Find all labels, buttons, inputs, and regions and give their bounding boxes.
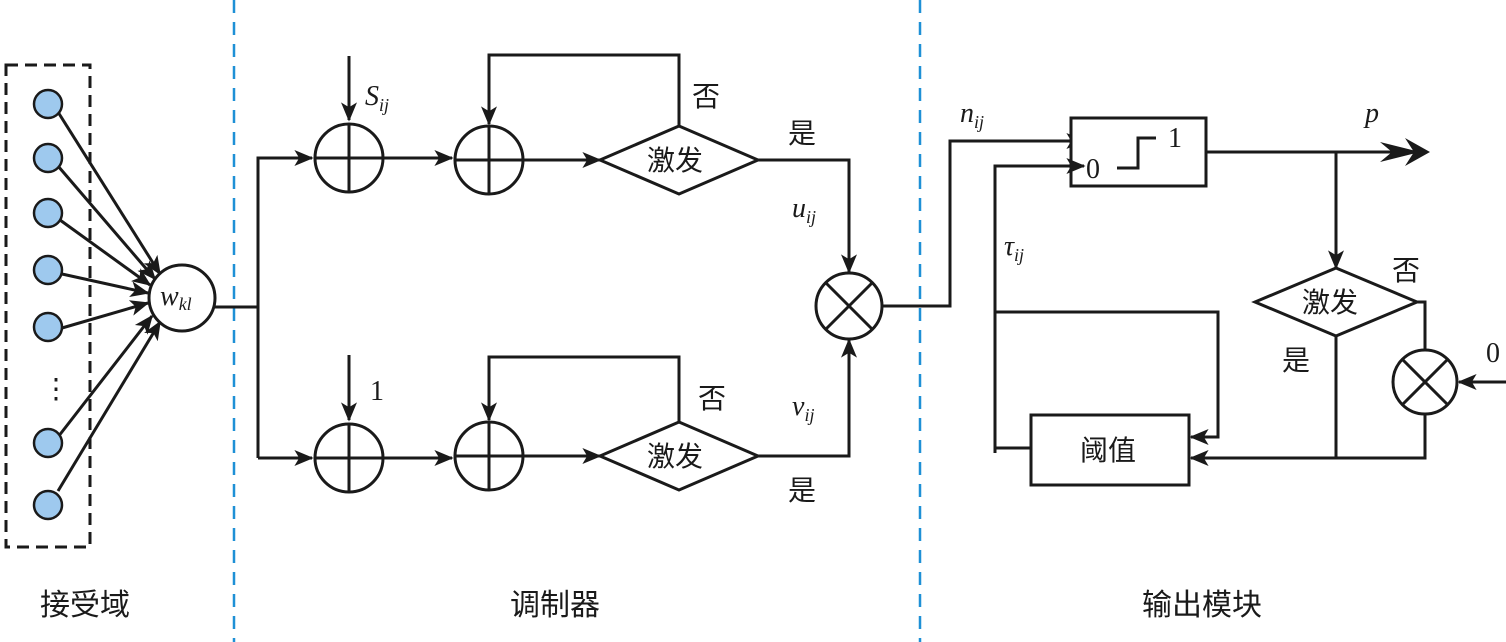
input-edge (56, 111, 162, 276)
one-input-label: 1 (370, 376, 384, 407)
zero-input-label: 0 (1486, 338, 1500, 369)
threshold-box (1029, 413, 1191, 487)
s-input-label: Sij (365, 81, 389, 115)
top-adder-1 (313, 122, 385, 194)
input-neuron (32, 88, 64, 120)
input-neuron (32, 142, 64, 174)
input-neuron (32, 489, 64, 521)
tau-feedback-wire (995, 310, 1220, 445)
modulator-multiplier (814, 271, 884, 341)
bottom-adder-2 (453, 420, 525, 492)
u-wire (758, 158, 857, 274)
input-connections (56, 111, 162, 492)
input-edge (59, 218, 152, 287)
bottom-fire-label: 激发 (647, 440, 703, 473)
input-neurons (32, 88, 64, 521)
top-feedback-loop (481, 53, 681, 126)
weight-node (147, 263, 217, 333)
threshold-label: 阈值 (1080, 434, 1136, 467)
top-adder-2 (453, 124, 525, 196)
input-neuron (32, 197, 64, 229)
n-wire (882, 133, 1086, 308)
v-wire (758, 338, 857, 458)
top-fire-label: 激发 (647, 144, 703, 177)
section-label-output-module: 输出模块 (1142, 588, 1262, 623)
output-yes-label: 是 (1282, 344, 1310, 377)
input-edge (56, 314, 154, 438)
bottom-yes-label: 是 (788, 474, 816, 507)
receptive-field-box (4, 63, 92, 549)
output-arrow-icon (1380, 138, 1430, 166)
section-label-receptive-field: 接受域 (40, 588, 130, 623)
bottom-no-label: 否 (698, 382, 726, 415)
input-edge (61, 300, 150, 330)
top-yes-label: 是 (788, 117, 816, 150)
no-to-multiplier-wire (1417, 300, 1427, 350)
output-fire-label: 激发 (1302, 286, 1358, 319)
output-no-label: 否 (1392, 254, 1420, 287)
bottom-adder-1 (313, 422, 385, 494)
multiplier-to-threshold-wire (1189, 414, 1427, 466)
step-icon (1117, 136, 1156, 170)
input-neuron (32, 427, 64, 459)
input-edge (56, 320, 162, 492)
input-edge (61, 272, 150, 298)
ellipsis: ⋮ (42, 374, 70, 405)
input-neuron (32, 254, 64, 286)
input-edge (56, 165, 157, 281)
top-branch-wire (256, 150, 314, 458)
p-label: p (1363, 98, 1379, 129)
bottom-feedback-loop (481, 355, 681, 422)
input-neuron (32, 311, 64, 343)
step-high-label: 1 (1168, 123, 1182, 154)
n-label: nij (960, 98, 984, 132)
u-label: uij (792, 193, 816, 227)
step-low-label: 0 (1086, 154, 1100, 185)
tau-wire (993, 158, 1086, 453)
v-label: vij (792, 391, 814, 425)
weight-label: wkl (160, 281, 192, 314)
tau-label: τij (1004, 231, 1024, 265)
reset-multiplier (1391, 348, 1459, 416)
section-label-modulator: 调制器 (510, 588, 600, 623)
top-no-label: 否 (692, 80, 720, 113)
